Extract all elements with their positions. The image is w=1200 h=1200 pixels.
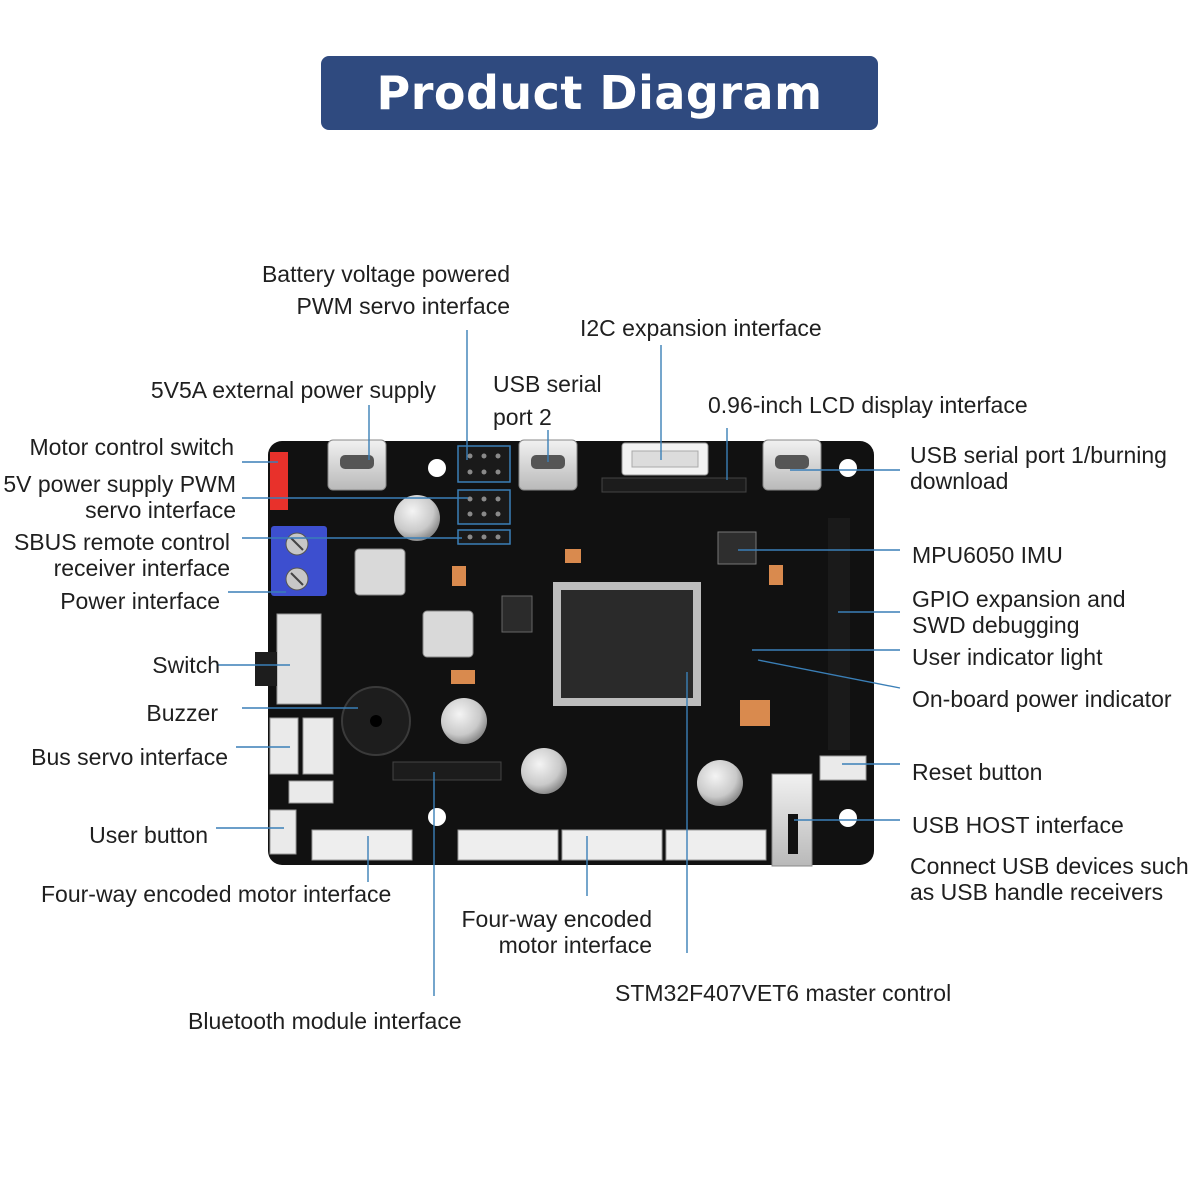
capacitor xyxy=(394,495,440,541)
label-switch: Switch xyxy=(152,652,220,678)
user-button-part xyxy=(269,809,297,855)
label-lcd: 0.96-inch LCD display interface xyxy=(708,392,1028,418)
label-i2c: I2C expansion interface xyxy=(580,315,822,341)
label-reset: Reset button xyxy=(912,759,1043,785)
page-title: Product Diagram xyxy=(376,66,823,120)
usb-c-port-power xyxy=(327,439,387,491)
label-bus-servo: Bus servo interface xyxy=(31,744,228,770)
label-usb1: USB serial port 1/burning download xyxy=(910,442,1167,494)
label-pwm-5v: 5V power supply PWM servo interface xyxy=(3,471,236,523)
bus-servo-connector xyxy=(302,717,334,775)
label-motor-switch: Motor control switch xyxy=(29,434,234,460)
reset-button-part xyxy=(819,755,867,781)
bluetooth-header xyxy=(392,761,502,781)
header-pins xyxy=(467,453,501,540)
passive-components xyxy=(451,549,783,726)
label-power-interface: Power interface xyxy=(60,588,220,614)
label-stm32: STM32F407VET6 master control xyxy=(615,980,952,1006)
motor-connectors xyxy=(311,829,767,861)
capacitor xyxy=(521,748,567,794)
label-usb-host-note: Connect USB devices such as USB handle r… xyxy=(910,853,1189,905)
label-motor-mid: Four-way encoded motor interface xyxy=(461,906,653,958)
label-usb-host: USB HOST interface xyxy=(912,812,1124,838)
title-banner: Product Diagram xyxy=(321,56,878,130)
label-usb2: USB serial port 2 xyxy=(493,371,602,430)
capacitor xyxy=(697,760,743,806)
label-gpio: GPIO expansion and SWD debugging xyxy=(912,586,1126,638)
label-onboard-power: On-board power indicator xyxy=(912,686,1172,712)
usb-c-port-2 xyxy=(518,439,578,491)
inductor xyxy=(354,548,406,596)
gpio-header xyxy=(828,518,850,750)
label-user-light: User indicator light xyxy=(912,644,1103,670)
power-switch xyxy=(255,613,322,705)
capacitor xyxy=(441,698,487,744)
label-ext-power: 5V5A external power supply xyxy=(150,377,436,403)
inductor xyxy=(422,610,474,658)
lcd-header xyxy=(601,477,747,493)
connector xyxy=(288,780,334,804)
battery-pwm-header xyxy=(457,445,511,483)
label-sbus: SBUS remote control receiver interface xyxy=(13,529,230,581)
i2c-connector xyxy=(621,442,709,476)
label-user-button: User button xyxy=(89,822,208,848)
bus-servo-connector xyxy=(269,717,299,775)
terminal-block xyxy=(271,526,327,596)
usb-c-port-1 xyxy=(762,439,822,491)
label-bluetooth: Bluetooth module interface xyxy=(188,1008,462,1034)
pwm-5v-header xyxy=(457,489,511,525)
motor-switch xyxy=(270,452,288,510)
ic-chip xyxy=(501,595,533,633)
label-motor-left: Four-way encoded motor interface xyxy=(41,881,392,907)
label-battery-pwm: Battery voltage powered PWM servo interf… xyxy=(261,261,510,319)
stm32-chip xyxy=(553,582,701,706)
leader-lines xyxy=(216,330,901,996)
buzzer xyxy=(341,686,411,756)
label-mpu: MPU6050 IMU xyxy=(912,542,1063,568)
mpu-chip xyxy=(717,531,757,565)
mounting-holes xyxy=(428,459,857,827)
label-buzzer: Buzzer xyxy=(146,700,218,726)
